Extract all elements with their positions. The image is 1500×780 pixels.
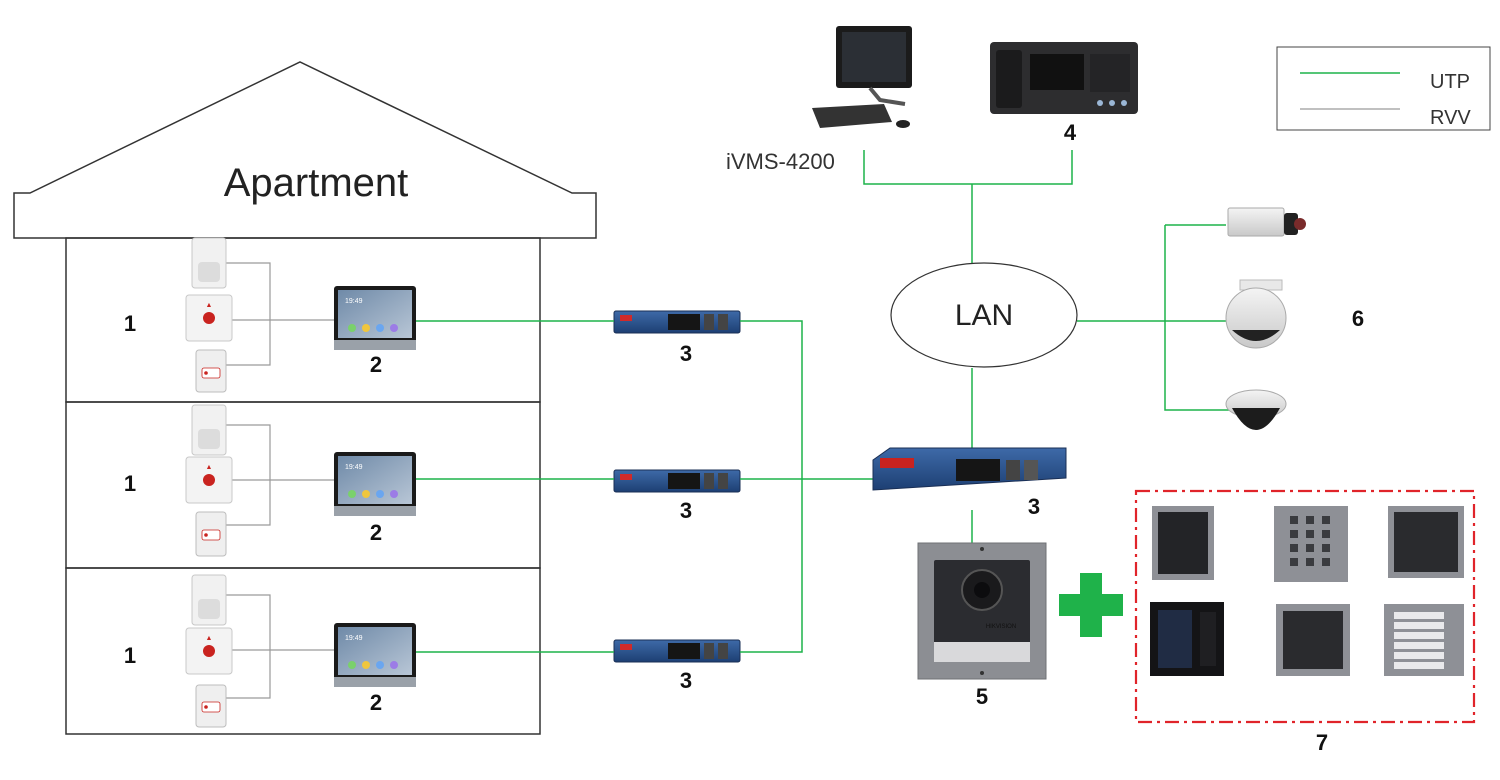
floor-switch xyxy=(613,469,741,493)
building-roof xyxy=(13,61,597,239)
master-station-number: 4 xyxy=(1064,120,1077,145)
indoor-monitor: 19:49 xyxy=(334,452,416,516)
main-switch xyxy=(872,447,1067,491)
motion-detector-icon xyxy=(191,404,227,456)
rvv-wiring xyxy=(225,262,335,366)
ptz-dome-camera-icon xyxy=(1225,279,1287,349)
indoor-monitor: 19:49 xyxy=(334,623,416,687)
module-display-icon xyxy=(1150,602,1224,676)
door-station-brand: HIKVISION xyxy=(986,624,1016,630)
monitor-time: 19:49 xyxy=(345,635,363,642)
plus-icon xyxy=(1059,573,1123,637)
module-blank-icon xyxy=(1388,506,1464,578)
master-station-icon xyxy=(990,42,1138,114)
monitor-number: 2 xyxy=(370,352,382,377)
monitor-time: 19:49 xyxy=(345,298,363,305)
main-switch-number: 3 xyxy=(1028,494,1040,519)
pc-workstation-icon xyxy=(812,26,912,128)
box-camera-icon xyxy=(1227,207,1306,237)
door-station-number: 5 xyxy=(976,684,988,709)
floor-2: ▲ 1 19:49 2 3 xyxy=(124,404,741,557)
switch-number: 3 xyxy=(680,498,692,523)
panic-button-icon: ▲ xyxy=(185,627,233,675)
card-reader-icon xyxy=(195,511,227,557)
legend-box xyxy=(1276,46,1491,131)
legend: UTP RVV xyxy=(1276,46,1491,131)
svg-text:▲: ▲ xyxy=(206,464,213,471)
sensor-group-number: 1 xyxy=(124,471,136,496)
motion-detector-icon xyxy=(191,574,227,626)
floor-switch xyxy=(613,310,741,334)
motion-detector-icon xyxy=(191,237,227,289)
module-card-reader-icon xyxy=(1276,604,1350,676)
cameras-number: 6 xyxy=(1352,306,1364,331)
monitor-time: 19:49 xyxy=(345,464,363,471)
legend-utp-label: UTP xyxy=(1430,71,1470,93)
monitor-number: 2 xyxy=(370,690,382,715)
sensor-group-number: 1 xyxy=(124,311,136,336)
modules-number: 7 xyxy=(1316,730,1328,755)
modules-frame xyxy=(1134,489,1476,724)
indoor-monitor: 19:49 xyxy=(334,286,416,350)
lan-label: LAN xyxy=(955,299,1013,332)
lan-ellipse xyxy=(890,262,1078,368)
legend-rvv-label: RVV xyxy=(1430,107,1471,129)
floor-3-frame xyxy=(65,567,541,735)
utp-cabling xyxy=(416,150,1230,653)
monitor-number: 2 xyxy=(370,520,382,545)
software-label: iVMS-4200 xyxy=(726,149,835,174)
floor-3: ▲ 1 19:49 2 3 xyxy=(124,574,741,728)
rvv-wiring xyxy=(225,594,335,699)
floor-switch xyxy=(613,639,741,663)
card-reader-icon xyxy=(195,684,227,728)
floor-1: ▲ 1 19:49 2 3 xyxy=(124,237,741,393)
switch-number: 3 xyxy=(680,668,692,693)
apartment-building: Apartment xyxy=(13,61,597,735)
module-keypad-icon xyxy=(1274,506,1348,582)
door-station-icon: HIKVISION xyxy=(917,542,1047,680)
card-reader-icon xyxy=(195,349,227,393)
svg-text:▲: ▲ xyxy=(206,302,213,309)
sensor-group-number: 1 xyxy=(124,643,136,668)
switch-number: 3 xyxy=(680,341,692,366)
rvv-wiring xyxy=(225,424,335,526)
dome-camera-icon xyxy=(1225,389,1287,430)
svg-text:▲: ▲ xyxy=(206,635,213,642)
building-label: Apartment xyxy=(224,161,409,205)
module-indicator-icon xyxy=(1152,506,1214,580)
panic-button-icon: ▲ xyxy=(185,456,233,504)
panic-button-icon: ▲ xyxy=(185,294,233,342)
module-nametag-icon xyxy=(1384,604,1464,676)
floor-2-frame xyxy=(65,401,541,569)
